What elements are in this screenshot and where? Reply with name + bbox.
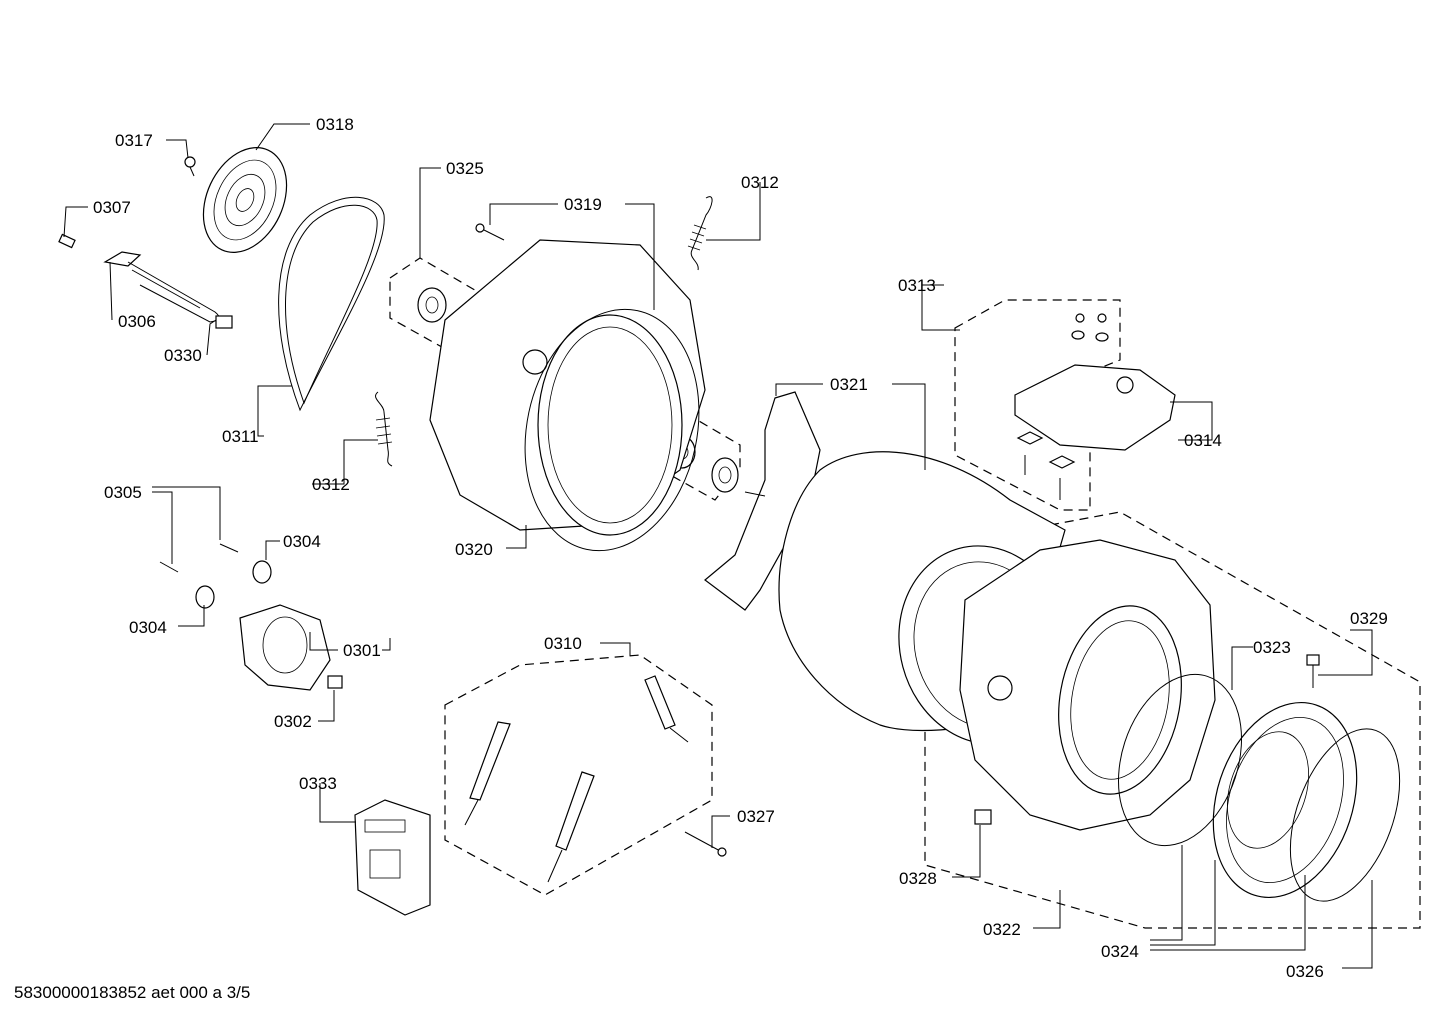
callout-0302: 0302 bbox=[274, 712, 312, 731]
front-tub-part bbox=[959, 539, 1216, 831]
tub-seal-part bbox=[524, 308, 700, 552]
motor-screws-part bbox=[159, 543, 239, 573]
document-id: 58300000183852 aet 000 a 3/5 bbox=[14, 983, 250, 1002]
callout-0333: 0333 bbox=[299, 774, 337, 793]
callout-0326: 0326 bbox=[1286, 962, 1324, 981]
rear-tub-part bbox=[429, 239, 706, 536]
callout-0313: 0313 bbox=[898, 276, 936, 295]
callout-0311: 0311 bbox=[222, 427, 259, 446]
tub-clip-part bbox=[974, 809, 992, 825]
callout-0323: 0323 bbox=[1253, 638, 1291, 657]
callout-0319: 0319 bbox=[564, 195, 602, 214]
drum-spider-part bbox=[704, 391, 821, 611]
control-module-part bbox=[354, 799, 431, 916]
group-outline-0310 bbox=[444, 654, 713, 896]
heater-screw-part bbox=[58, 233, 76, 249]
tub-screw-part bbox=[475, 223, 505, 241]
callout-0304-lower: 0304 bbox=[129, 618, 167, 637]
gasket-screw-part bbox=[1306, 654, 1320, 688]
callout-0301: 0301 bbox=[343, 641, 381, 660]
callout-0304-upper: 0304 bbox=[283, 532, 321, 551]
pulley-screw-part bbox=[184, 156, 196, 177]
counterweight-fasteners-part bbox=[1016, 313, 1109, 500]
callout-0324: 0324 bbox=[1101, 942, 1139, 961]
leader-lines bbox=[63, 123, 1373, 969]
spring-upper-part bbox=[687, 196, 713, 271]
group-outline-0313 bbox=[954, 299, 1121, 511]
callout-0328: 0328 bbox=[899, 869, 937, 888]
motor-mount-part bbox=[195, 560, 272, 609]
gasket-clamp-outer-part bbox=[1289, 728, 1401, 902]
shock-bolt-part bbox=[684, 831, 727, 857]
callout-0325: 0325 bbox=[446, 159, 484, 178]
callout-0322: 0322 bbox=[983, 920, 1021, 939]
callout-0320: 0320 bbox=[455, 540, 493, 559]
motor-clip-part bbox=[327, 675, 343, 689]
callout-0312-upper: 0312 bbox=[741, 173, 779, 192]
callout-0327: 0327 bbox=[737, 807, 775, 826]
motor-part bbox=[239, 604, 331, 691]
shock-absorber-part bbox=[464, 675, 689, 883]
callout-0306: 0306 bbox=[118, 312, 156, 331]
callout-0307: 0307 bbox=[93, 198, 131, 217]
callout-0318: 0318 bbox=[316, 115, 354, 134]
callout-0314: 0314 bbox=[1184, 431, 1222, 450]
callout-0330: 0330 bbox=[164, 346, 202, 365]
temperature-sensor-part bbox=[215, 315, 233, 329]
counterweight-part bbox=[1014, 364, 1176, 451]
door-gasket-part bbox=[1212, 702, 1358, 898]
gasket-clamp-inner-part bbox=[1117, 673, 1243, 847]
callout-0305: 0305 bbox=[104, 483, 142, 502]
callout-0310: 0310 bbox=[544, 634, 582, 653]
callout-0317: 0317 bbox=[115, 131, 153, 150]
pulley-part bbox=[202, 147, 288, 253]
callout-0312-lower: 0312 bbox=[312, 475, 350, 494]
drive-belt-part bbox=[278, 196, 385, 412]
callout-0321: 0321 bbox=[830, 375, 868, 394]
spring-lower-part bbox=[375, 391, 393, 467]
callout-0329: 0329 bbox=[1350, 609, 1388, 628]
